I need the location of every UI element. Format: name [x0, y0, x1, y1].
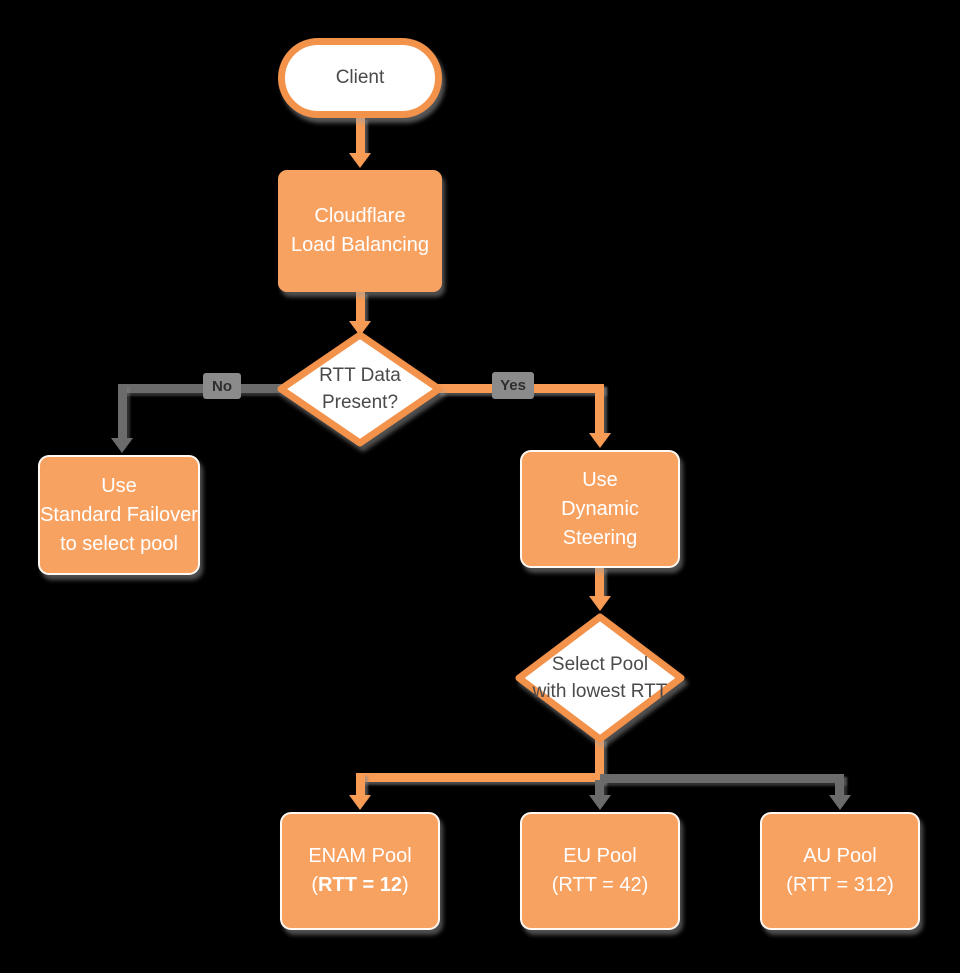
edge-label-yes-text: Yes — [500, 377, 526, 394]
arrowhead-to-enam — [349, 795, 371, 810]
client-node: Client — [278, 38, 442, 118]
rtt-decision-shape — [277, 331, 443, 447]
edge-label-no: No — [203, 373, 241, 399]
rtt-decision-label: RTT Data Present? — [276, 330, 444, 448]
arrowhead-to-au — [829, 795, 851, 810]
pool-decision-label: Select Pool with lowest RTT — [514, 612, 686, 744]
arrowhead-client-to-lb — [349, 153, 371, 168]
rtt-decision-line1: RTT Data — [319, 365, 401, 386]
load-balancing-node: Cloudflare Load Balancing — [278, 170, 442, 292]
enam-pool-line1: ENAM Pool — [308, 845, 412, 867]
dynamic-steering-node: Use Dynamic Steering — [520, 450, 680, 568]
pool-decision-shape — [515, 613, 685, 743]
connector-branch-gray-horizontal — [600, 774, 844, 783]
eu-pool-label: EU Pool (RTT = 42) — [552, 842, 649, 900]
load-balancing-line1: Cloudflare — [314, 205, 406, 227]
pool-decision-line2: with lowest RTT — [532, 681, 668, 702]
connector-branch-orange-horizontal — [356, 773, 604, 782]
standard-failover-node: Use Standard Failover to select pool — [38, 455, 200, 575]
arrowhead-steering-to-pooldecision — [589, 596, 611, 611]
connector-client-to-lb — [356, 117, 365, 155]
edge-label-no-text: No — [212, 377, 232, 395]
arrowhead-to-eu — [589, 795, 611, 810]
connector-to-enam-vertical — [356, 773, 365, 797]
enam-pool-label: ENAM Pool (RTT = 12) — [308, 842, 411, 900]
arrowhead-no-to-failover — [111, 438, 133, 453]
enam-pool-paren-open: ( — [311, 874, 319, 896]
client-label: Client — [335, 67, 385, 88]
load-balancing-label: Cloudflare Load Balancing — [291, 202, 429, 260]
pool-decision-line1: Select Pool — [551, 654, 649, 675]
eu-pool-node: EU Pool (RTT = 42) — [520, 812, 680, 930]
standard-failover-line3: to select pool — [60, 532, 178, 555]
connector-yes-vertical — [595, 384, 604, 435]
connector-lb-to-rtt — [356, 291, 365, 323]
connector-to-eu-vertical — [595, 780, 604, 797]
au-pool-node: AU Pool (RTT = 312) — [760, 812, 920, 930]
dynamic-steering-line2: Dynamic Steering — [561, 497, 639, 549]
standard-failover-label: Use Standard Failover to select pool — [40, 472, 198, 559]
load-balancing-line2: Load Balancing — [291, 234, 429, 256]
enam-pool-node: ENAM Pool (RTT = 12) — [280, 812, 440, 930]
au-pool-line1: AU Pool — [803, 845, 877, 867]
eu-pool-line2: (RTT = 42) — [551, 874, 649, 896]
connector-no-vertical — [118, 384, 127, 440]
standard-failover-line2: Standard Failover — [40, 503, 198, 526]
connector-pooldecision-drop — [595, 738, 604, 778]
dynamic-steering-line1: Use — [582, 468, 618, 491]
eu-pool-line1: EU Pool — [563, 845, 637, 867]
standard-failover-line1: Use — [101, 474, 137, 497]
au-pool-line2: (RTT = 312) — [786, 874, 894, 896]
enam-pool-rtt-value: RTT = 12 — [318, 874, 402, 896]
arrowhead-lb-to-rtt — [349, 321, 371, 336]
edge-label-yes: Yes — [492, 372, 534, 399]
connector-to-au-vertical — [835, 774, 844, 797]
enam-pool-paren-close: ) — [401, 874, 409, 896]
arrowhead-yes-to-steering — [589, 433, 611, 448]
dynamic-steering-label: Use Dynamic Steering — [522, 466, 678, 553]
pool-decision-diamond: Select Pool with lowest RTT — [514, 612, 686, 744]
au-pool-label: AU Pool (RTT = 312) — [786, 842, 894, 900]
rtt-decision-diamond: RTT Data Present? — [276, 330, 444, 448]
rtt-decision-line2: Present? — [321, 392, 399, 413]
connector-steering-to-pooldecision — [595, 566, 604, 598]
